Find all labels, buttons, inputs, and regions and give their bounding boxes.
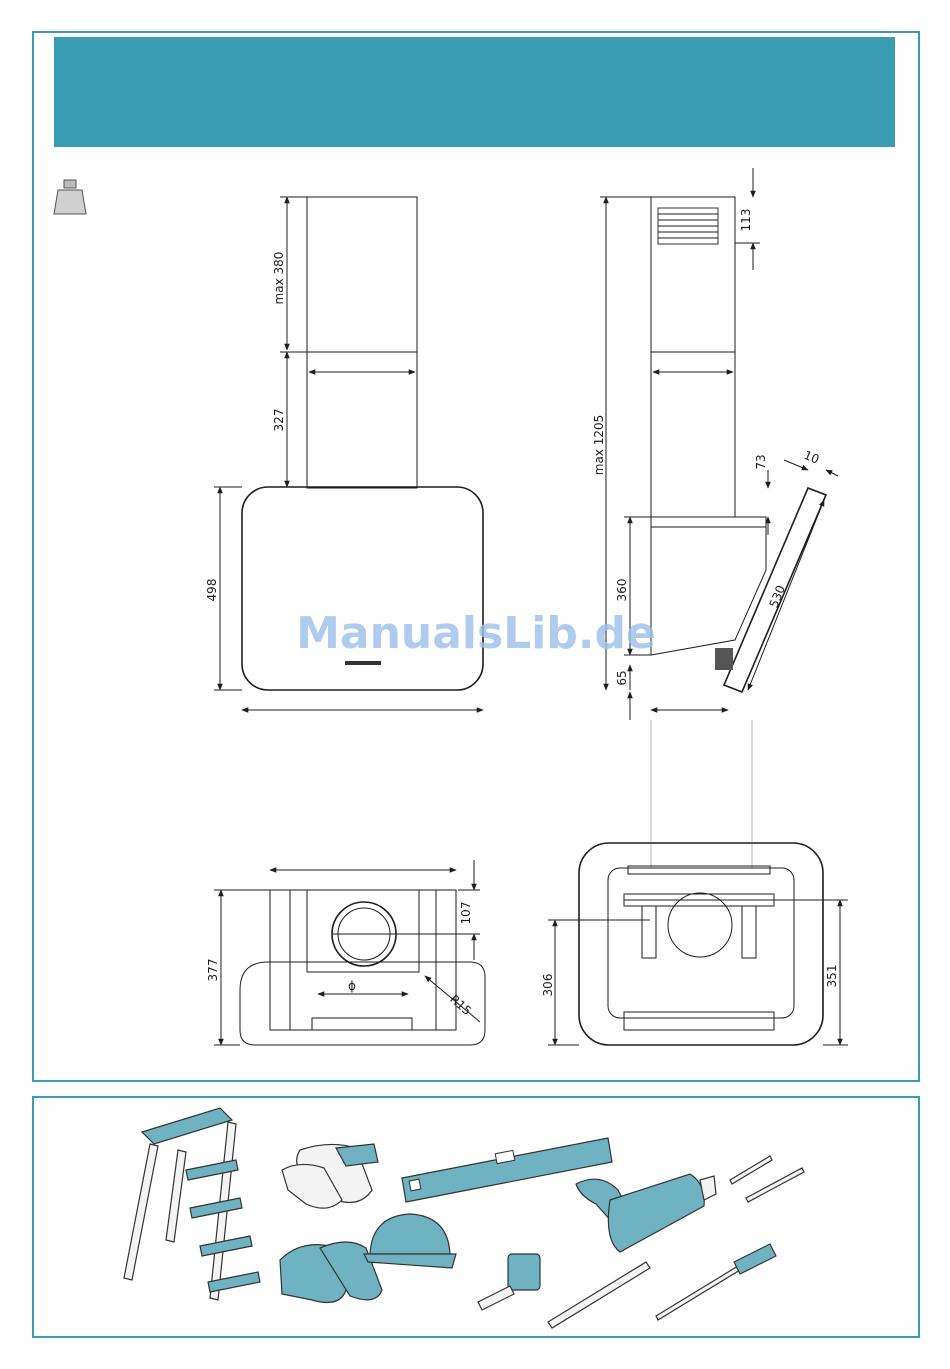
bottom-right-view: 306 351 (541, 720, 848, 1045)
step-ladder-icon (124, 1108, 260, 1300)
vent-grille (658, 208, 718, 244)
safety-boots-icon (280, 1242, 382, 1302)
dim-diameter: ϕ (348, 979, 356, 993)
hard-hat-icon (364, 1214, 456, 1268)
screwdriver-icon (656, 1244, 776, 1320)
gloves-icon (282, 1144, 378, 1208)
dim-498: 498 (205, 579, 219, 602)
dim-530: 530 (767, 583, 789, 609)
dim-max-1205: max 1205 (592, 415, 606, 476)
dim-377: 377 (206, 959, 220, 982)
dim-360: 360 (615, 579, 629, 602)
bottom-left-view: 107 377 R15 ϕ (206, 860, 485, 1045)
dim-107: 107 (459, 902, 473, 925)
drill-icon (576, 1174, 716, 1252)
dim-306: 306 (541, 974, 555, 997)
dim-10: 10 (802, 448, 821, 467)
pencil-icon (548, 1262, 650, 1328)
dim-113: 113 (739, 209, 753, 232)
tape-measure-icon (478, 1254, 540, 1310)
dim-351: 351 (825, 965, 839, 988)
dim-max-380: max 380 (272, 252, 286, 305)
watermark: ManualsLib.de (296, 608, 656, 659)
dim-65: 65 (615, 670, 629, 685)
drill-bits-icon (730, 1156, 804, 1202)
dim-73: 73 (754, 454, 768, 469)
dim-327: 327 (272, 409, 286, 432)
weight-icon (54, 180, 86, 214)
